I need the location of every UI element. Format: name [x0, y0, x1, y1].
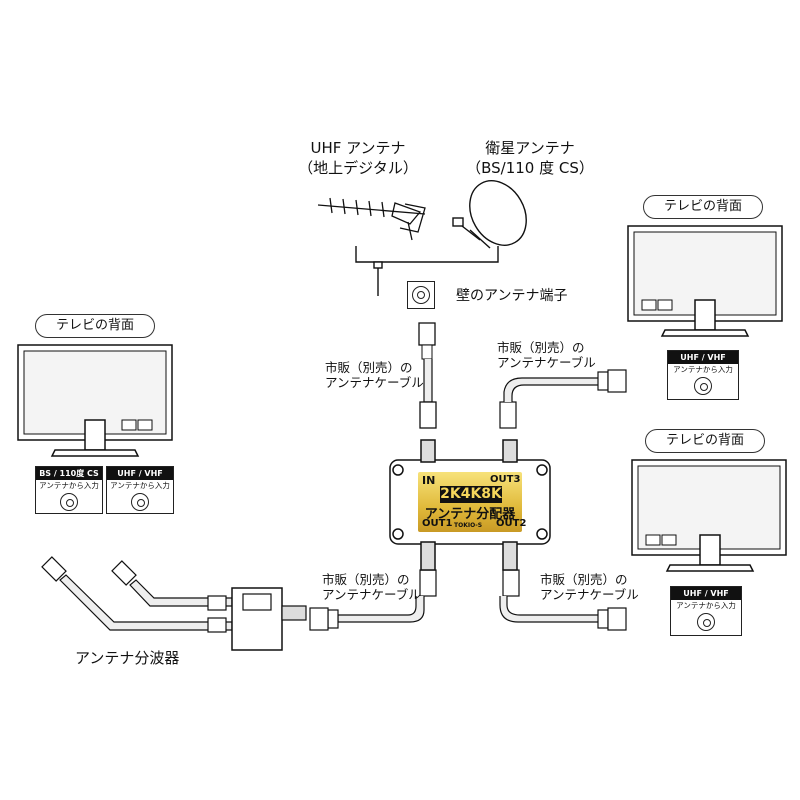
tv-right-top-uhf-vhf-port: UHF / VHF アンテナから入力: [667, 350, 739, 400]
antenna-feed-cables: [355, 246, 499, 296]
coax-port-icon: [697, 613, 715, 631]
cable-out3: [499, 369, 627, 429]
splitter-out1-label: OUT1: [422, 518, 453, 529]
splitter-product-name: アンテナ分配器: [424, 507, 516, 522]
satellite-dish-illustration: [452, 180, 527, 249]
cable-label-line1: 市販（別売）の: [497, 340, 585, 355]
cable-out2: [499, 569, 627, 631]
cable-label-out2: 市販（別売）の アンテナケーブル: [540, 572, 639, 602]
cable-label-line1: 市販（別売）の: [322, 572, 410, 587]
splitter-out3-label: OUT3: [490, 474, 521, 485]
splitter-badge: 2K4K8K: [440, 486, 502, 503]
port-sub: アンテナから入力: [676, 601, 736, 610]
cable-label-line2: アンテナケーブル: [540, 587, 639, 602]
cable-label-out3: 市販（別売）の アンテナケーブル: [497, 340, 596, 370]
port-head: UHF / VHF: [671, 587, 741, 600]
diplexer-illustration: [41, 556, 307, 651]
cable-label-in: 市販（別売）の アンテナケーブル: [325, 360, 424, 390]
tv-right-bottom-label: テレビの背面: [645, 429, 765, 453]
splitter-out2-label: OUT2: [496, 518, 527, 529]
tv-left-illustration: [17, 344, 173, 457]
coax-port-icon: [60, 493, 78, 511]
tv-right-top-illustration: [627, 225, 783, 337]
tv-right-bottom-illustration: [631, 459, 787, 572]
cable-label-out1: 市販（別売）の アンテナケーブル: [322, 572, 421, 602]
cable-in: [418, 322, 437, 429]
tv-right-top-label: テレビの背面: [643, 195, 763, 219]
port-sub: アンテナから入力: [39, 481, 99, 490]
uhf-antenna-title: UHF アンテナ: [310, 139, 406, 157]
uhf-antenna-subtitle: （地上デジタル）: [298, 159, 418, 177]
cable-label-line1: 市販（別売）の: [540, 572, 628, 587]
splitter-in-label: IN: [422, 474, 436, 487]
port-head: UHF / VHF: [107, 467, 173, 480]
port-sub: アンテナから入力: [110, 481, 170, 490]
port-head: BS / 110度 CS: [36, 467, 102, 480]
wall-port-label: 壁のアンテナ端子: [456, 288, 568, 304]
uhf-antenna-illustration: [317, 197, 426, 241]
satellite-antenna-title: 衛星アンテナ: [485, 139, 575, 157]
cable-out1: [309, 569, 437, 631]
satellite-antenna-subtitle: （BS/110 度 CS）: [466, 159, 594, 177]
cable-label-line1: 市販（別売）の: [325, 360, 413, 375]
tv-left-bs-cs-port: BS / 110度 CS アンテナから入力: [35, 466, 103, 514]
cable-label-line2: アンテナケーブル: [325, 375, 424, 390]
coax-port-icon: [131, 493, 149, 511]
tv-left-uhf-vhf-port: UHF / VHF アンテナから入力: [106, 466, 174, 514]
splitter-brand: TOKIO-S: [454, 522, 483, 529]
tv-right-bottom-uhf-vhf-port: UHF / VHF アンテナから入力: [670, 586, 742, 636]
port-head: UHF / VHF: [668, 351, 738, 364]
wall-antenna-port-icon: [407, 281, 435, 309]
tv-left-label: テレビの背面: [35, 314, 155, 338]
coax-port-icon: [694, 377, 712, 395]
diplexer-label: アンテナ分波器: [75, 649, 180, 667]
cable-label-line2: アンテナケーブル: [497, 355, 596, 370]
cable-label-line2: アンテナケーブル: [322, 587, 421, 602]
port-sub: アンテナから入力: [673, 365, 733, 374]
